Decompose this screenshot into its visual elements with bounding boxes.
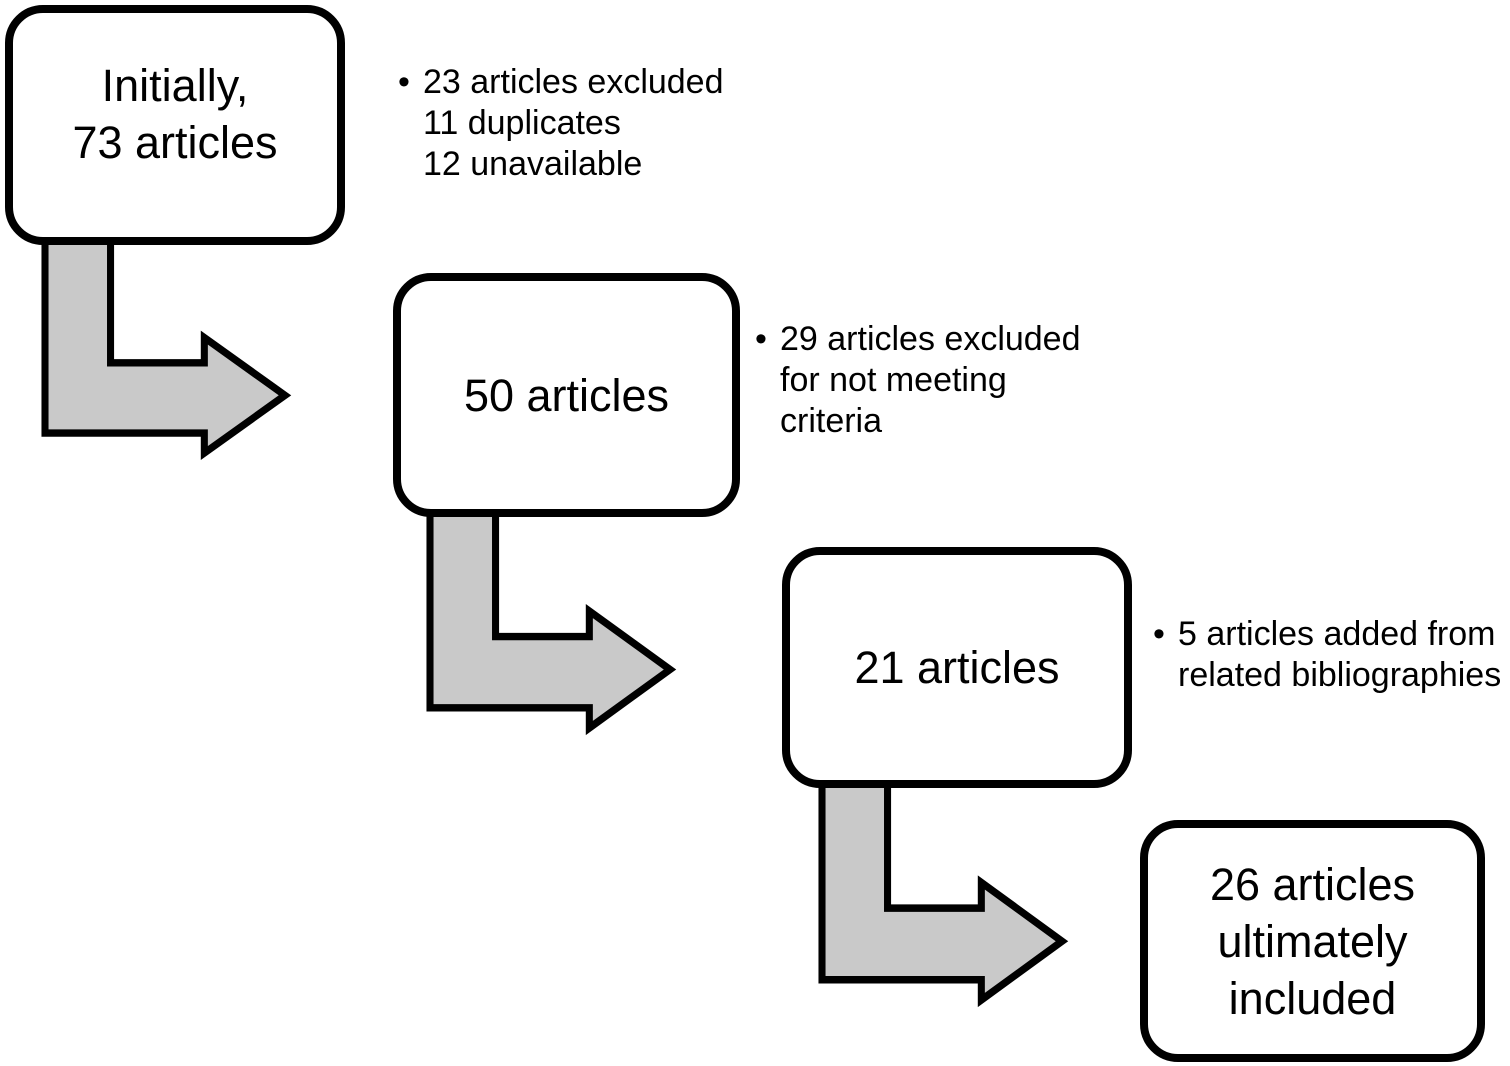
annotation-text-line: 12 unavailable	[423, 145, 643, 183]
node-text-line: ultimately	[1217, 915, 1408, 967]
bullet-marker: •	[755, 320, 767, 358]
flow-arrow-screened-to-eligible-icon	[426, 506, 677, 736]
node-text-line: 26 articles	[1209, 858, 1416, 910]
annotation-text-line: 23 articles excluded	[423, 63, 724, 101]
annotation-text-line: 5 articles added from	[1178, 615, 1496, 653]
annotation-text: 5 articles added from related bibliograp…	[1178, 614, 1501, 696]
node-initial: Initially, 73 articles	[5, 5, 345, 245]
elbow-arrow-shape	[41, 234, 292, 460]
node-screened: 50 articles	[393, 273, 740, 517]
annotation-text-line: 29 articles excluded	[780, 320, 1081, 358]
node-text-line: Initially,	[101, 60, 249, 111]
bullet-marker: •	[398, 63, 410, 101]
node-text-line: included	[1228, 972, 1397, 1024]
node-text-line: 50 articles	[463, 369, 670, 421]
annotation-text-line: 11 duplicates	[423, 104, 621, 142]
annotation-text-line: for not meeting	[780, 361, 1007, 399]
node-text-line: 21 articles	[854, 642, 1060, 693]
node-text-line: 73 articles	[72, 117, 278, 168]
elbow-arrow-shape	[426, 506, 677, 736]
node-included: 26 articles ultimately included	[1140, 820, 1485, 1062]
flow-arrow-eligible-to-included-icon	[818, 777, 1069, 1008]
annotation-excluded-23: • 23 articles excluded 11 duplicates 12 …	[398, 62, 724, 185]
annotation-excluded-29: • 29 articles excluded for not meeting c…	[755, 319, 1081, 442]
annotation-text-line: criteria	[780, 402, 883, 440]
annotation-text: 23 articles excluded 11 duplicates 12 un…	[423, 62, 724, 185]
elbow-arrow-shape	[818, 777, 1069, 1008]
flow-arrow-initial-to-screened-icon	[41, 234, 292, 460]
node-eligible: 21 articles	[782, 547, 1132, 788]
annotation-added-5: • 5 articles added from related bibliogr…	[1153, 614, 1501, 696]
annotation-text: 29 articles excluded for not meeting cri…	[780, 319, 1081, 442]
bullet-marker: •	[1153, 615, 1165, 653]
annotation-text-line: related bibliographies	[1178, 656, 1502, 694]
